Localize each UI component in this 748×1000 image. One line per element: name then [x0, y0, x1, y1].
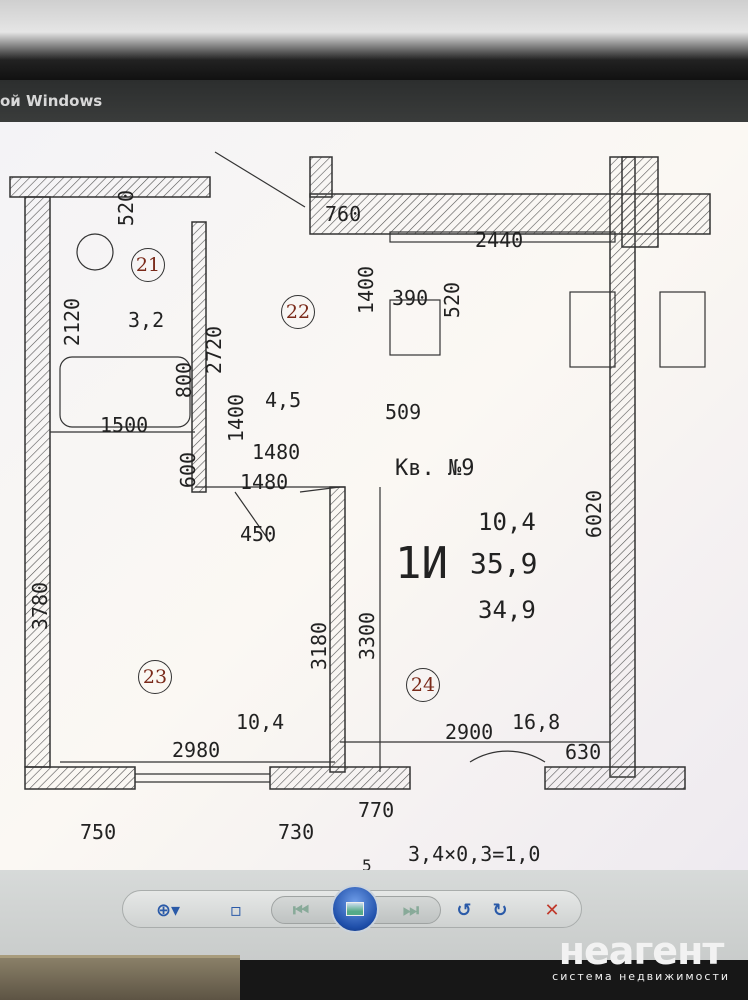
delete-icon[interactable]: ✕ — [544, 899, 560, 921]
wall-bottom-r — [544, 766, 686, 790]
dim-630: 630 — [565, 740, 602, 764]
dim-509: 509 — [385, 400, 422, 424]
dim-3300: 3300 — [355, 611, 380, 661]
room-area-21: 3,2 — [128, 308, 165, 332]
slideshow-button[interactable] — [331, 885, 379, 933]
apartment-type: 1И — [395, 538, 448, 589]
room-number-22: 22 — [281, 295, 315, 329]
dim-750: 750 — [80, 820, 117, 844]
room-area-22: 4,5 — [265, 388, 302, 412]
wall-right — [609, 156, 636, 778]
rotate-left-icon[interactable]: ↺ — [456, 899, 472, 921]
window-title-bar: ой Windows — [0, 80, 748, 122]
previous-icon[interactable]: ⏮ — [292, 899, 310, 921]
monitor-bottom — [240, 960, 748, 1000]
apartment-label: Кв. №9 — [395, 456, 475, 481]
watermark-name: неагент — [558, 929, 725, 973]
watermark-tagline: система недвижимости — [552, 970, 730, 983]
room-area-23: 10,4 — [236, 710, 285, 734]
watermark-logo: неагент система недвижимости — [552, 932, 730, 983]
dim-1400: 1400 — [224, 393, 249, 443]
monitor-bezel — [0, 0, 748, 80]
room-area-24: 16,8 — [512, 710, 561, 734]
room-number-23: 23 — [138, 660, 172, 694]
balcony-formula: 3,4×0,3=1,0 — [408, 842, 541, 866]
dim-450: 450 — [240, 522, 277, 546]
dim-730: 730 — [278, 820, 315, 844]
area-total: 35,9 — [470, 547, 538, 580]
room-number-21: 21 — [131, 248, 165, 282]
wall-left — [24, 196, 51, 768]
dim-2120: 2120 — [60, 297, 85, 347]
dim-770: 770 — [358, 798, 395, 822]
slideshow-icon — [346, 902, 364, 916]
dim-1480: 1480 — [252, 440, 301, 464]
wall-bath — [191, 221, 207, 493]
wall-mid — [329, 486, 346, 773]
area-living: 10,4 — [478, 508, 536, 536]
area-net: 34,9 — [478, 596, 536, 624]
floor-plan-drawing — [9, 151, 711, 790]
dim-6020: 6020 — [582, 489, 607, 539]
dim-3780: 3780 — [28, 581, 53, 631]
dim-1500: 1500 — [100, 413, 149, 437]
dim-520: 520 — [114, 189, 139, 227]
dim-1400-2: 1400 — [354, 265, 379, 315]
picture-frame — [0, 955, 240, 1000]
dim-2900: 2900 — [445, 720, 494, 744]
wall-right-col — [621, 156, 659, 248]
dim-800: 800 — [172, 361, 197, 399]
wall-top-left — [9, 176, 211, 198]
rotate-right-icon[interactable]: ↻ — [492, 899, 508, 921]
dim-2440: 2440 — [475, 228, 524, 252]
dim-760: 760 — [325, 202, 362, 226]
dim-2980: 2980 — [172, 738, 221, 762]
dim-2720: 2720 — [202, 325, 227, 375]
room-number-24: 24 — [406, 668, 440, 702]
balcony-number: 5 — [362, 856, 372, 871]
dim-520-2: 520 — [440, 281, 465, 319]
next-icon[interactable]: ⏭ — [402, 899, 420, 921]
dim-600: 600 — [176, 451, 201, 489]
wall-bottom-l — [24, 766, 136, 790]
wall-bottom-m — [269, 766, 411, 790]
zoom-icon[interactable]: ⊕▾ — [155, 899, 181, 921]
actual-size-icon[interactable]: ▫ — [229, 899, 243, 921]
dim-390: 390 — [392, 286, 429, 310]
wall-column — [309, 156, 333, 198]
dim-3180: 3180 — [307, 621, 332, 671]
viewer-toolbar: ⊕▾ ▫ ⏮ ⏭ ↺ ↻ ✕ — [122, 885, 582, 933]
image-canvas: 520 21 3,2 2120 800 1500 2720 1400 22 4,… — [0, 122, 748, 870]
window-title: ой Windows — [0, 92, 103, 110]
dim-1480-2: 1480 — [240, 470, 289, 494]
